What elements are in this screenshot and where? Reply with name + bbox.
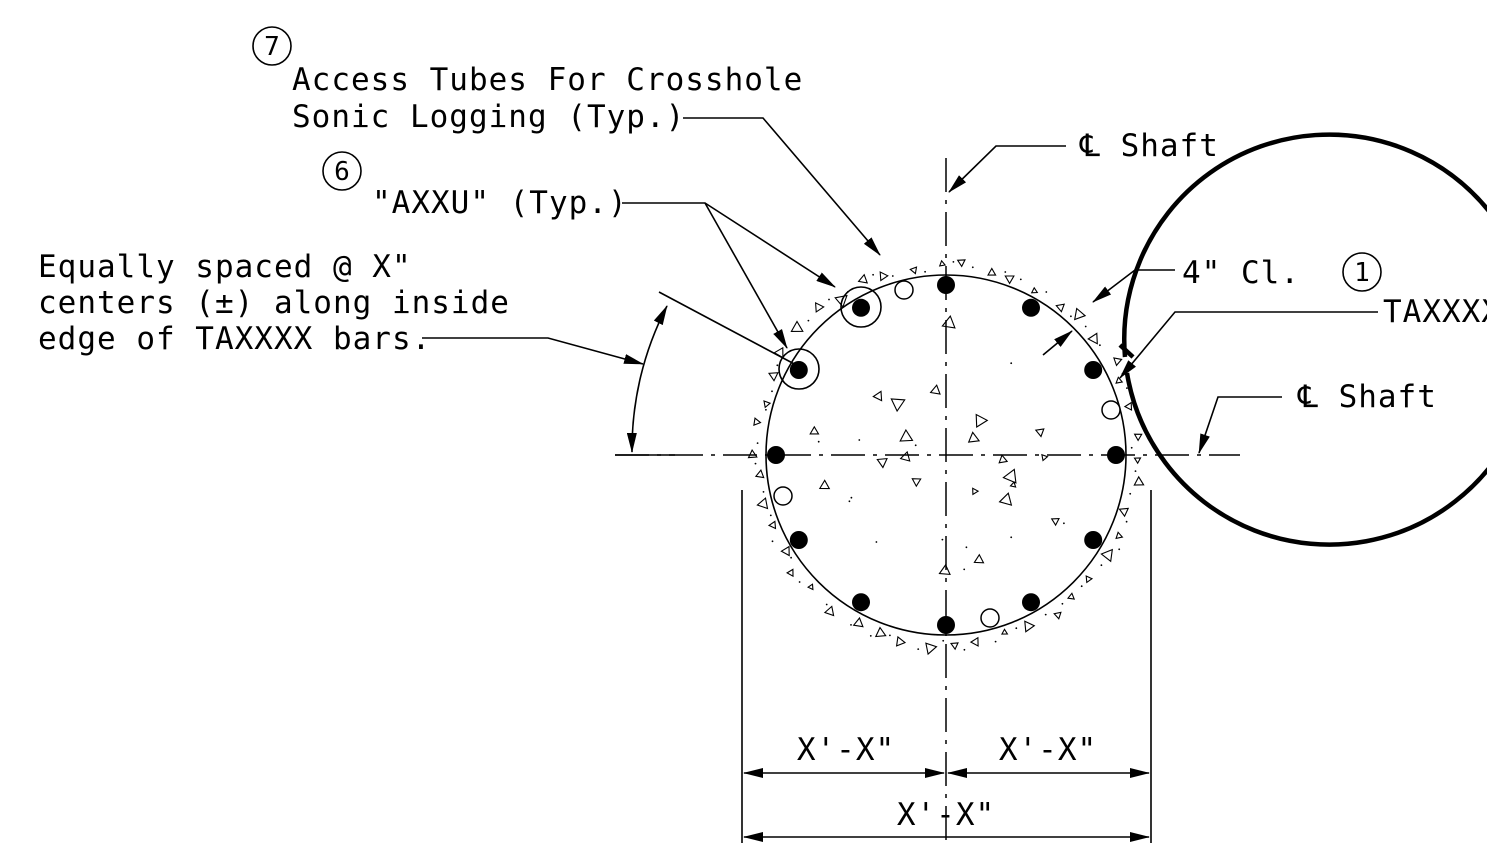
longitudinal-bar bbox=[767, 446, 785, 464]
callout-1-bubble bbox=[1342, 252, 1382, 292]
callout-6-bubble bbox=[322, 151, 362, 191]
bar-label: TAXXXX bbox=[1383, 294, 1487, 330]
longitudinal-bar bbox=[852, 298, 870, 317]
clearance-arrow-inner bbox=[1042, 330, 1073, 356]
bar-highlight-ring-2 bbox=[778, 348, 820, 390]
axxu-leader-branch bbox=[704, 202, 788, 349]
spacing-note-line1: Equally spaced @ X" bbox=[38, 249, 412, 285]
centerline-right-leader bbox=[1198, 396, 1282, 454]
access-tubes-leader bbox=[683, 117, 881, 256]
bar-leader bbox=[1119, 311, 1378, 379]
longitudinal-bar bbox=[1084, 361, 1103, 379]
spacing-note-line2: centers (±) along inside bbox=[38, 285, 510, 321]
shaft-cross-section bbox=[765, 132, 1487, 636]
longitudinal-bar bbox=[1084, 531, 1103, 549]
clearance-leader bbox=[1092, 269, 1175, 303]
dim-right-label: X'-X" bbox=[999, 732, 1097, 768]
bar-highlight-ring-1 bbox=[840, 286, 882, 328]
centerline-right-label: ℄ Shaft bbox=[1297, 379, 1437, 415]
callout-7-bubble bbox=[252, 26, 292, 66]
longitudinal-bar bbox=[1022, 298, 1040, 317]
shaft-outer-casing-gap-segment bbox=[1118, 343, 1135, 359]
centerline-top-label: ℄ Shaft bbox=[1079, 128, 1219, 164]
dim-overall-label: X'-X" bbox=[897, 797, 995, 833]
longitudinal-bar bbox=[937, 616, 955, 634]
longitudinal-bar bbox=[937, 276, 955, 294]
access-tubes-label-line1: Access Tubes For Crosshole bbox=[292, 62, 803, 98]
spacing-note-line3: edge of TAXXXX bars. bbox=[38, 321, 431, 357]
callout-7-number: 7 bbox=[264, 32, 280, 62]
axxu-label: "AXXU" (Typ.) bbox=[372, 185, 628, 221]
concrete-aggregate-hatch bbox=[747, 259, 1145, 656]
spacing-note-leader bbox=[422, 337, 644, 365]
callout-6-number: 6 bbox=[334, 157, 350, 187]
access-tube bbox=[773, 486, 793, 506]
longitudinal-bar bbox=[852, 593, 870, 612]
access-tube bbox=[894, 280, 914, 300]
callout-1-number: 1 bbox=[1354, 258, 1370, 288]
centerline-top-leader bbox=[948, 145, 1066, 193]
reinforcing-cage-circle bbox=[765, 274, 1127, 636]
spacing-angle-arc bbox=[626, 305, 668, 453]
longitudinal-bar bbox=[1022, 593, 1040, 612]
longitudinal-bars bbox=[767, 276, 1125, 634]
spacing-angle-extension-line bbox=[658, 291, 801, 368]
shaft-outer-casing bbox=[1122, 132, 1487, 547]
access-tube bbox=[1101, 400, 1121, 420]
longitudinal-bar bbox=[789, 361, 808, 379]
longitudinal-bar bbox=[789, 531, 808, 549]
longitudinal-bar bbox=[1107, 446, 1125, 464]
dim-left-label: X'-X" bbox=[797, 732, 895, 768]
access-tube bbox=[980, 608, 1000, 628]
access-tubes bbox=[773, 280, 1121, 628]
clearance-label: 4" Cl. bbox=[1182, 255, 1300, 291]
access-tubes-label-line2: Sonic Logging (Typ.) bbox=[292, 99, 685, 135]
